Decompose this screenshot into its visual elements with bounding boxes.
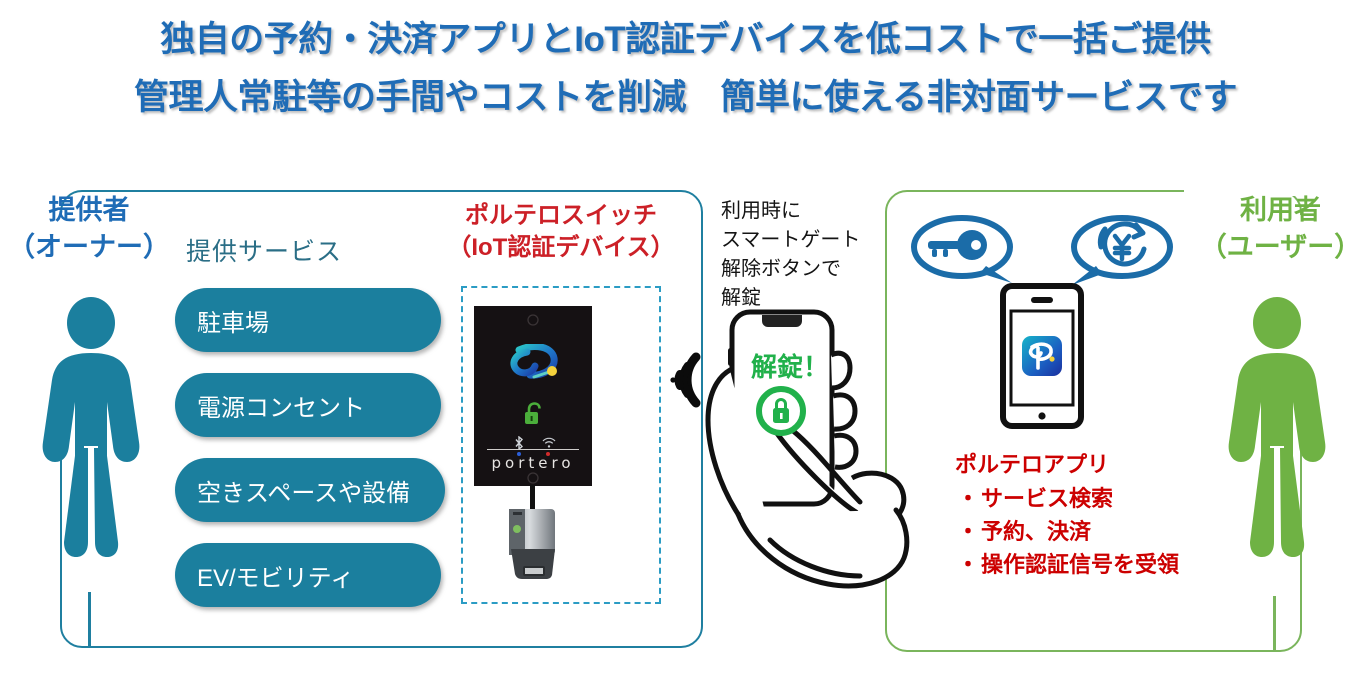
- wifi-small-icon: [542, 437, 556, 448]
- title-line-1: 独自の予約・決済アプリとIoT認証デバイスを低コストで一括ご提供: [160, 20, 1211, 59]
- service-label: 電源コンセント: [197, 394, 365, 422]
- owner-connector-line: [88, 592, 91, 648]
- user-connector-line: [1273, 596, 1276, 652]
- device-brand-label: portero: [491, 454, 575, 472]
- usage-instruction-text: 利用時に スマートゲート 解除ボタンで 解錠: [721, 200, 861, 309]
- app-feature-block: ポルテロアプリ ・ サービス検索 ・ 予約、決済 ・ 操作認証信号を受領: [955, 448, 1179, 581]
- yen-payment-icon: [1097, 221, 1147, 267]
- user-label-line-2: （ユーザー）: [1199, 232, 1362, 262]
- user-benefit-bubbles: [911, 215, 1173, 285]
- padlock-icon[interactable]: [755, 385, 807, 437]
- service-label: 駐車場: [197, 309, 269, 337]
- wifi-status-dot: [546, 452, 550, 456]
- app-feature-label: 予約、決済: [981, 519, 1092, 544]
- user-label: 利用者 （ユーザー）: [1190, 192, 1371, 266]
- app-feature-label: 操作認証信号を受領: [981, 552, 1180, 577]
- page-title: 独自の予約・決済アプリとIoT認証デバイスを低コストで一括ご提供 管理人常駐等の…: [0, 14, 1371, 124]
- brand-divider: [487, 449, 579, 450]
- owner-label: 提供者 （オーナー）: [0, 192, 178, 266]
- owner-person-icon: [42, 297, 140, 557]
- owner-label-line-1: 提供者: [48, 195, 130, 225]
- hand-holding-phone-icon: [705, 309, 910, 589]
- frame-mask-top-right: [1184, 188, 1304, 196]
- app-feature-item: ・ 予約、決済: [955, 515, 1179, 548]
- ev-charger-socket-icon: [509, 509, 555, 579]
- services-heading: 提供サービス: [186, 238, 343, 266]
- device-title-line-1: ポルテロスイッチ: [465, 202, 657, 229]
- user-label-line-1: 利用者: [1240, 195, 1321, 225]
- portero-app-icon: [1022, 336, 1062, 376]
- app-heading: ポルテロアプリ: [955, 452, 1110, 477]
- service-pill-power-outlet[interactable]: 電源コンセント: [175, 373, 441, 437]
- device-dashed-region: [461, 286, 661, 604]
- app-feature-list: ・ サービス検索 ・ 予約、決済 ・ 操作認証信号を受領: [955, 482, 1179, 581]
- smartphone-icon: [1000, 283, 1084, 429]
- app-feature-label: サービス検索: [981, 486, 1114, 511]
- payment-bubble: [1071, 215, 1173, 285]
- owner-label-line-2: （オーナー）: [8, 232, 170, 262]
- frame-mask-right: [1297, 215, 1306, 415]
- device-cable: [530, 485, 535, 511]
- device-title: ポルテロスイッチ （IoT認証デバイス）: [437, 200, 685, 264]
- app-feature-item: ・ 操作認証信号を受領: [955, 548, 1179, 581]
- device-title-line-2: （IoT認証デバイス）: [447, 234, 675, 261]
- unlocked-padlock-icon: [525, 402, 541, 424]
- portero-p-logo-icon: [510, 344, 558, 394]
- bullet-icon: ・: [956, 519, 979, 544]
- service-pill-space-equipment[interactable]: 空きスペースや設備: [175, 458, 445, 522]
- phone-unlock-label: 解錠！: [750, 352, 829, 382]
- bullet-icon: ・: [956, 552, 979, 577]
- screw-icon: [527, 472, 539, 484]
- service-pill-ev-mobility[interactable]: EV/モビリティ: [175, 543, 441, 607]
- wifi-signal-icon: [670, 352, 701, 408]
- service-label: EV/モビリティ: [197, 564, 355, 592]
- title-line-2: 管理人常駐等の手間やコストを削減 簡単に使える非対面サービスです: [134, 78, 1237, 117]
- key-icon: [928, 230, 987, 260]
- screw-icon: [527, 314, 539, 326]
- frame-mask-left: [58, 215, 65, 415]
- app-feature-item: ・ サービス検索: [955, 482, 1179, 515]
- key-bubble: [911, 215, 1013, 283]
- service-label: 空きスペースや設備: [197, 479, 411, 507]
- portero-switch-device: portero: [474, 306, 592, 486]
- user-person-icon: [1228, 297, 1326, 557]
- service-pill-parking[interactable]: 駐車場: [175, 288, 441, 352]
- bluetooth-status-dot: [517, 452, 521, 456]
- bluetooth-icon: [515, 436, 523, 450]
- bullet-icon: ・: [956, 486, 979, 511]
